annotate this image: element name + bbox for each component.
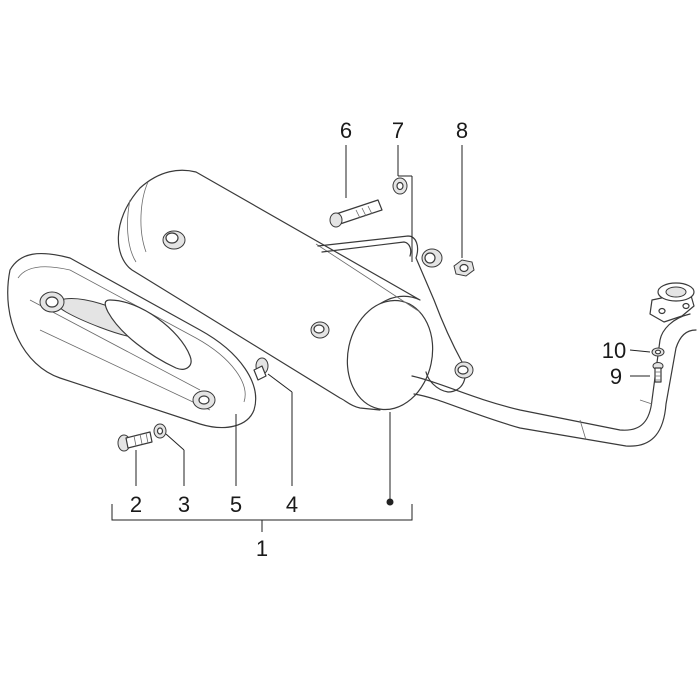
heat-shield — [7, 252, 257, 429]
callout-8: 8 — [456, 118, 468, 143]
washer-10 — [651, 347, 665, 357]
mounting-bracket — [317, 235, 474, 393]
callout-1: 1 — [256, 536, 268, 561]
leader-dot — [386, 498, 394, 506]
screw-2 — [117, 431, 153, 452]
screw-4 — [253, 357, 269, 381]
callout-4: 4 — [286, 492, 298, 517]
washer-3 — [153, 423, 167, 439]
leader-lines — [111, 145, 651, 532]
callout-9: 9 — [610, 364, 622, 389]
callout-2: 2 — [130, 492, 142, 517]
callout-7: 7 — [392, 118, 404, 143]
callout-10: 10 — [602, 338, 626, 363]
bolt-6 — [329, 199, 383, 228]
assembly-bracket — [111, 504, 413, 521]
callout-3: 3 — [178, 492, 190, 517]
exhaust-pipe — [411, 282, 697, 447]
callout-6: 6 — [340, 118, 352, 143]
washer-7 — [392, 177, 408, 195]
bolt-9 — [652, 362, 664, 383]
nut-8 — [453, 259, 475, 277]
callout-5: 5 — [230, 492, 242, 517]
muffler-body — [117, 169, 434, 411]
